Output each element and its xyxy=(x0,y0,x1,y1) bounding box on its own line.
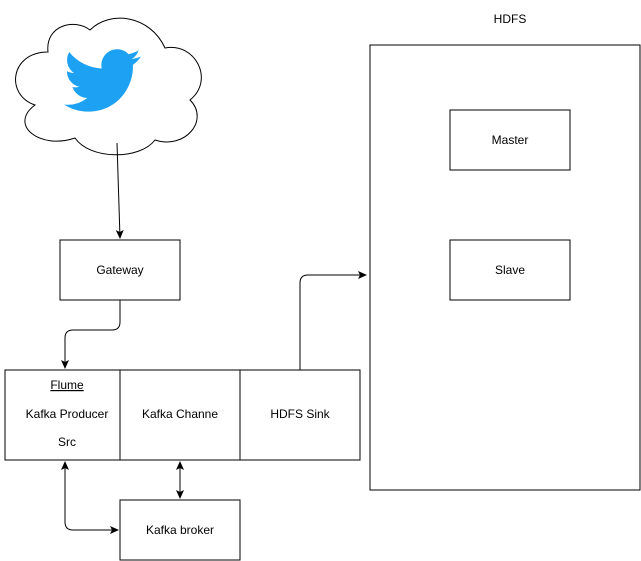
master-label: Master xyxy=(492,133,529,147)
slave-box: Slave xyxy=(449,239,571,301)
source-label-line1: Kafka Producer xyxy=(26,407,109,421)
kafka-channel-box: Kafka Channe xyxy=(119,369,241,461)
master-box: Master xyxy=(449,109,571,171)
hdfs-sink-box: HDFS Sink xyxy=(239,369,361,461)
twitter-bird-icon xyxy=(64,49,141,112)
source-label-line2: Src xyxy=(58,435,76,449)
source-broker-arrow xyxy=(61,461,119,534)
twitter-cloud xyxy=(15,17,202,156)
flume-source-box: Flume Kafka Producer Src xyxy=(4,369,121,461)
gateway-box: Gateway xyxy=(59,239,181,301)
gateway-label: Gateway xyxy=(96,263,143,277)
sink-label: HDFS Sink xyxy=(270,407,330,421)
cloud-to-gateway-arrow xyxy=(115,142,124,239)
kafka-broker-box: Kafka broker xyxy=(119,499,241,561)
broker-label: Kafka broker xyxy=(146,523,214,537)
flume-title: Flume xyxy=(50,378,84,392)
slave-label: Slave xyxy=(495,263,525,277)
sink-to-hdfs-arrow xyxy=(299,271,367,370)
gateway-to-flume-arrow xyxy=(61,300,121,369)
hdfs-title: HDFS xyxy=(494,12,527,26)
channel-label: Kafka Channe xyxy=(142,407,218,421)
